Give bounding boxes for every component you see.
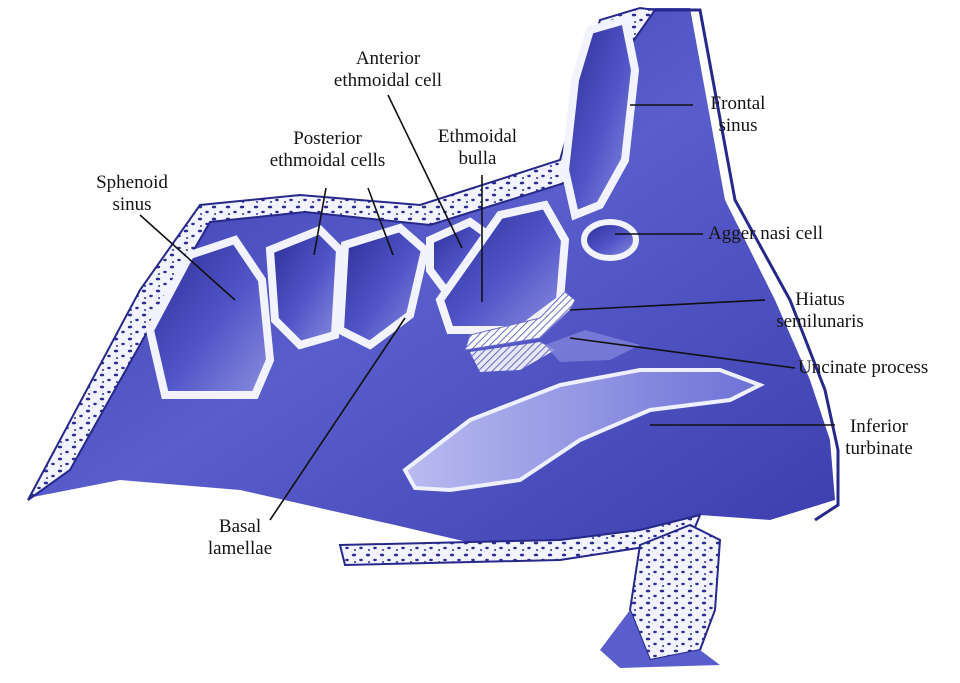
- upper-lip-tissue: [630, 525, 720, 660]
- label-frontal-sinus-line1: Frontal: [690, 93, 786, 115]
- label-basal-lamellae: Basal lamellae: [190, 516, 290, 560]
- label-anterior-ethmoidal-cell-line2: ethmoidal cell: [318, 70, 458, 92]
- label-sphenoid-sinus-line2: sinus: [82, 194, 182, 216]
- label-inferior-turbinate: Inferior turbinate: [826, 416, 932, 460]
- label-posterior-ethmoidal-cells-line2: ethmoidal cells: [255, 150, 400, 172]
- label-basal-lamellae-line2: lamellae: [190, 538, 290, 560]
- label-posterior-ethmoidal-cells-line1: Posterior: [255, 128, 400, 150]
- label-agger-nasi-cell: Agger nasi cell: [708, 223, 823, 245]
- label-sphenoid-sinus: Sphenoid sinus: [82, 172, 182, 216]
- label-hiatus-semilunaris-line2: semilunaris: [760, 311, 880, 333]
- label-anterior-ethmoidal-cell: Anterior ethmoidal cell: [318, 48, 458, 92]
- label-sphenoid-sinus-line1: Sphenoid: [82, 172, 182, 194]
- label-inferior-turbinate-line1: Inferior: [826, 416, 932, 438]
- label-uncinate-process: Uncinate process: [798, 357, 928, 379]
- label-frontal-sinus: Frontal sinus: [690, 93, 786, 137]
- label-anterior-ethmoidal-cell-line1: Anterior: [318, 48, 458, 70]
- label-basal-lamellae-line1: Basal: [190, 516, 290, 538]
- label-ethmoidal-bulla: Ethmoidal bulla: [425, 126, 530, 170]
- posterior-ethmoidal-cell-1: [270, 230, 340, 345]
- agger-nasi-cell: [584, 222, 636, 258]
- label-posterior-ethmoidal-cells: Posterior ethmoidal cells: [255, 128, 400, 172]
- label-ethmoidal-bulla-line1: Ethmoidal: [425, 126, 530, 148]
- label-frontal-sinus-line2: sinus: [690, 115, 786, 137]
- label-hiatus-semilunaris-line1: Hiatus: [760, 289, 880, 311]
- label-inferior-turbinate-line2: turbinate: [826, 438, 932, 460]
- label-ethmoidal-bulla-line2: bulla: [425, 148, 530, 170]
- label-hiatus-semilunaris: Hiatus semilunaris: [760, 289, 880, 333]
